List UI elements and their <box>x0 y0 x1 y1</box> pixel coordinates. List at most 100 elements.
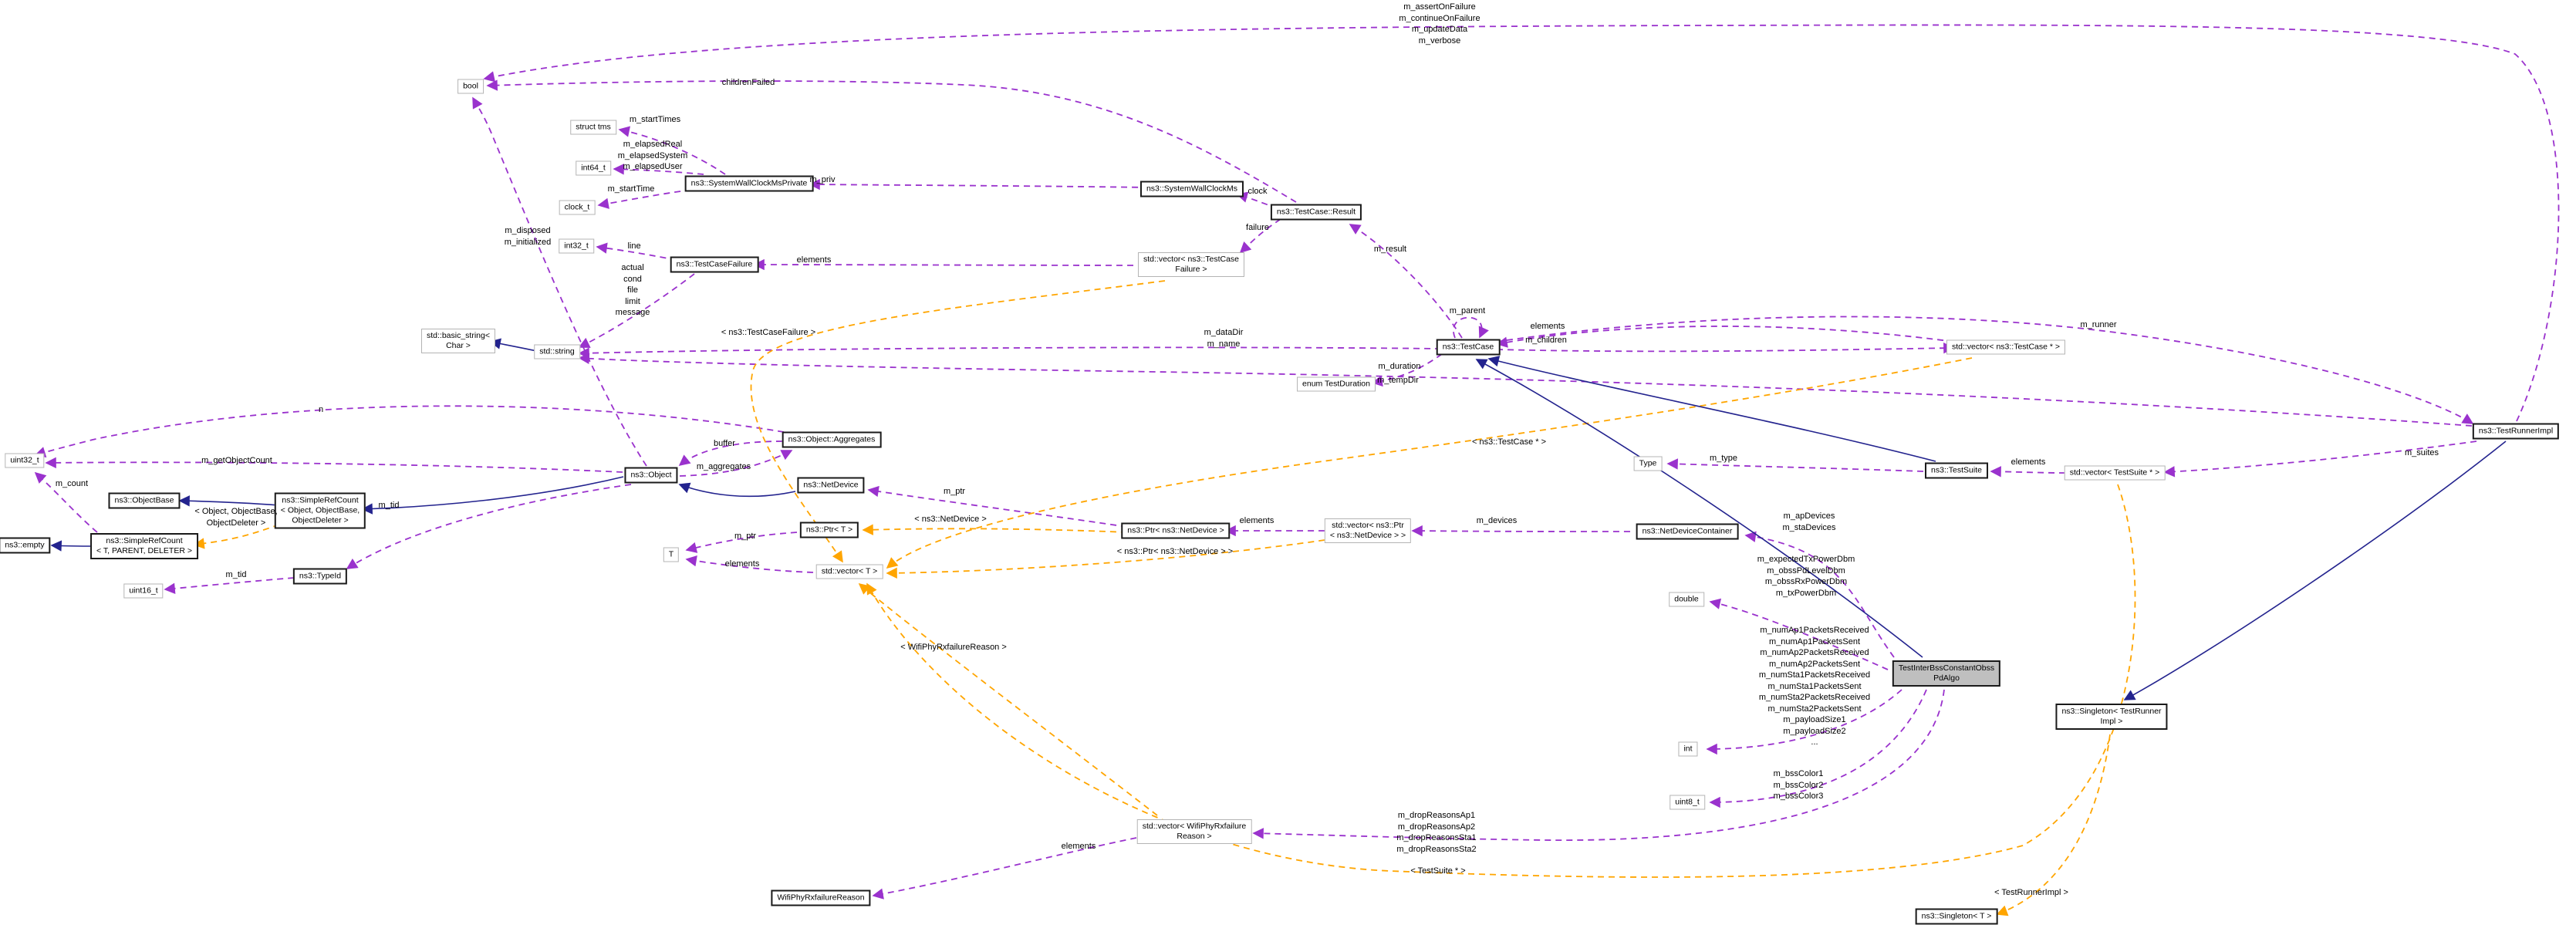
usage-edge-test-case--vector-test-case-ptr <box>1496 343 1955 354</box>
node-label-line: ns3::Ptr< ns3::NetDevice > <box>1127 525 1224 535</box>
usage-edge-test-runner-impl--std-string <box>578 353 2473 427</box>
node-label-line: int <box>1683 744 1693 754</box>
node-simple-ref-count-object[interactable]: ns3::SimpleRefCount< Object, ObjectBase,… <box>274 492 366 529</box>
node-test-case-result[interactable]: ns3::TestCase::Result <box>1270 204 1362 221</box>
edge-label-line: m_dropReasonsAp2 <box>1397 822 1476 832</box>
edge-label-line: buffer <box>714 439 735 448</box>
edge-label-line: m_dropReasonsAp1 <box>1397 811 1476 820</box>
node-label-line: std::vector< WifiPhyRxfailure <box>1142 822 1247 831</box>
node-test-case-failure[interactable]: ns3::TestCaseFailure <box>670 256 759 273</box>
usage-edge-system-wall-clock-ms--system-wall-clock-ms-private <box>809 178 1150 191</box>
edge-label-simple-ref-count-t--uint32-t: m_count <box>56 478 88 490</box>
node-simple-ref-count-t[interactable]: ns3::SimpleRefCount< T, PARENT, DELETER … <box>90 533 198 559</box>
node-test-suite[interactable]: ns3::TestSuite <box>1925 462 1988 479</box>
edge-label-line: childrenFailed <box>721 78 775 87</box>
edge-label-object-aggregates--ns3-object: buffer <box>714 438 735 450</box>
node-uint16-t: uint16_t <box>123 583 164 599</box>
node-bool: bool <box>457 79 484 94</box>
edge-label-line: clock <box>1247 187 1268 196</box>
edge-label-object-aggregates--uint32-t: n <box>319 404 323 416</box>
node-label-line: ns3::Ptr< T > <box>805 525 853 535</box>
node-singleton-t[interactable]: ns3::Singleton< T > <box>1915 908 1998 925</box>
edge-label-test-case--test-runner-impl: m_runner <box>2080 319 2116 331</box>
node-type-id[interactable]: ns3::TypeId <box>292 568 348 585</box>
node-test-case[interactable]: ns3::TestCase <box>1436 339 1501 356</box>
edge-label-line: m_startTime <box>607 184 655 194</box>
edge-label-line: m_numSta1PacketsReceived <box>1758 670 1871 680</box>
edge-label-line: m_suites <box>2404 448 2439 457</box>
node-object-base[interactable]: ns3::ObjectBase <box>108 492 181 509</box>
edge-label-line: m_obssPdLevelDbm <box>1767 565 1845 576</box>
node-int32-t: int32_t <box>559 238 594 254</box>
edge-label-test-case--test-case-result: m_result <box>1374 244 1406 255</box>
node-enum-test-duration: enum TestDuration <box>1297 376 1376 392</box>
node-net-device[interactable]: ns3::NetDevice <box>797 477 865 494</box>
edge-label-line: m_elapsedUser <box>623 162 683 171</box>
edge-label-line: m_payloadSize1 <box>1783 715 1846 724</box>
inheritance-edge-test-suite--test-case <box>1487 356 1936 462</box>
node-system-wall-clock-ms[interactable]: ns3::SystemWallClockMs <box>1139 181 1244 197</box>
usage-edge-test-suite--type <box>1666 458 1924 472</box>
node-ptr-t[interactable]: ns3::Ptr< T > <box>799 522 859 538</box>
node-label-line: std::vector< ns3::TestCase <box>1143 255 1240 264</box>
usage-edge-test-inter-bss-constant-obss-pd-algo--vector-wifi-phy-rxfailure-reason <box>1252 689 1945 841</box>
node-label-line: std::string <box>539 346 575 356</box>
edge-label-vector-test-suite-ptr--test-suite: elements <box>2011 457 2046 468</box>
edge-label-ns3-object--type-id: m_tid <box>379 500 400 511</box>
edge-label-line: m_name <box>1207 339 1241 349</box>
edge-label-vector-t--t: elements <box>725 559 760 570</box>
node-int: int <box>1678 741 1698 757</box>
edge-label-line: m_numAp1PacketsReceived <box>1760 626 1869 635</box>
inheritance-edge-simple-ref-count-object--object-base <box>178 495 280 507</box>
node-label-line: std::basic_string< <box>426 331 491 340</box>
edge-label-line: m_aggregates <box>696 462 751 471</box>
node-label-line: double <box>1674 594 1699 604</box>
node-label-line: Type <box>1639 458 1657 468</box>
edge-label-line: m_bssColor3 <box>1773 792 1824 801</box>
usage-edge-vector-test-suite-ptr--test-suite <box>1990 466 2066 478</box>
node-int64-t: int64_t <box>576 160 611 176</box>
edge-label-line: m_numSta2PacketsSent <box>1767 704 1862 714</box>
edge-label-line: file <box>626 285 639 295</box>
node-label-line: ns3::empty <box>5 540 45 550</box>
edge-label-line: m_runner <box>2080 320 2117 329</box>
node-label-line: < ns3::NetDevice > > <box>1329 531 1406 540</box>
edge-label-vector-test-case-ptr--vector-t: < ns3::TestCase * > <box>1472 437 1546 448</box>
node-net-device-container[interactable]: ns3::NetDeviceContainer <box>1636 523 1739 540</box>
node-ns3-empty[interactable]: ns3::empty <box>0 537 51 554</box>
node-system-wall-clock-ms-private[interactable]: ns3::SystemWallClockMsPrivate <box>684 175 814 192</box>
edge-label-net-device-container--vector-ptr-net-device: m_devices <box>1477 515 1518 527</box>
node-label-line: ns3::TestSuite <box>1931 465 1982 475</box>
edge-label-ns3-object--uint32-t: m_getObjectCount <box>201 455 272 467</box>
node-wifi-phy-rxfailure-reason[interactable]: WifiPhyRxfailureReason <box>771 889 871 906</box>
node-label-line: std::vector< T > <box>821 566 878 576</box>
edge-label-line: m_dropReasonsSta2 <box>1396 844 1477 854</box>
edge-label-vector-ptr-net-device--vector-t: < ns3::Ptr< ns3::NetDevice > > <box>1117 546 1233 558</box>
edge-label-line: < TestRunnerImpl > <box>1994 888 2068 897</box>
edge-label-line: m_type <box>1709 454 1738 463</box>
edge-label-test-case-result--system-wall-clock-ms: clock <box>1247 186 1267 197</box>
edge-label-line: m_staDevices <box>1782 522 1836 532</box>
edge-label-line: failure <box>1246 223 1269 232</box>
usage-edge-type-id--uint16-t <box>164 577 295 594</box>
usage-edge-test-inter-bss-constant-obss-pd-algo--int <box>1706 689 1902 755</box>
node-ns3-object[interactable]: ns3::Object <box>624 467 678 484</box>
node-label-line: std::vector< ns3::Ptr <box>1332 521 1404 530</box>
edge-label-test-runner-impl--std-string: m_tempDir <box>1377 375 1419 386</box>
node-label-line: int64_t <box>581 163 606 173</box>
edge-label-line: m_dataDir <box>1204 328 1244 337</box>
node-basic-string: std::basic_string<Char > <box>420 329 496 353</box>
node-test-runner-impl[interactable]: ns3::TestRunnerImpl <box>2472 423 2560 440</box>
edge-label-line: m_count <box>55 479 89 488</box>
node-label-line: bool <box>463 81 478 91</box>
node-object-aggregates[interactable]: ns3::Object::Aggregates <box>782 431 882 448</box>
edge-label-vector-test-case-failure--test-case-failure: elements <box>797 255 832 266</box>
edge-label-line: elements <box>796 255 832 265</box>
edge-label-line: elements <box>2010 457 2046 467</box>
node-label-line: ns3::NetDeviceContainer <box>1642 526 1733 536</box>
node-ptr-net-device[interactable]: ns3::Ptr< ns3::NetDevice > <box>1121 522 1231 539</box>
